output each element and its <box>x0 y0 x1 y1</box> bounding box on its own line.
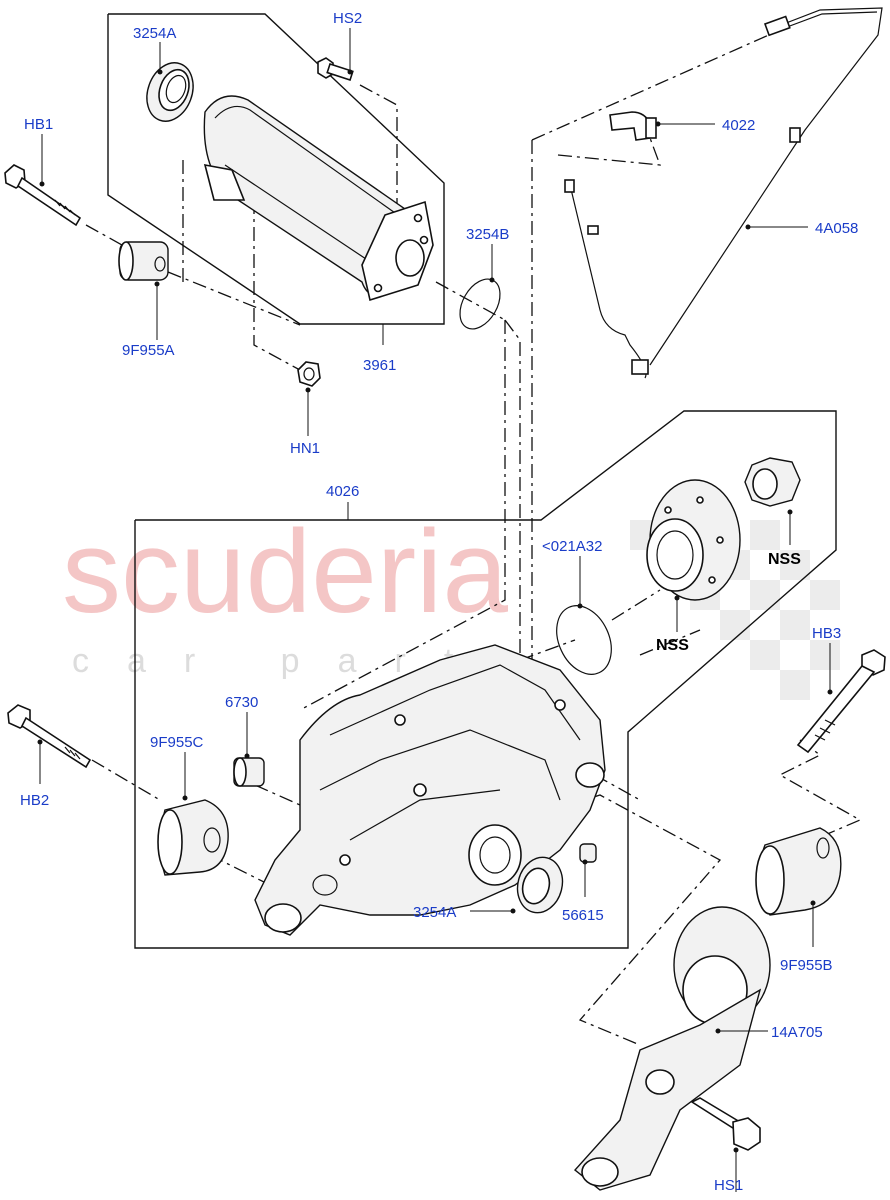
label-9f955a: 9F955A <box>122 342 175 359</box>
label-4a058: 4A058 <box>815 220 858 237</box>
label-3254b: 3254B <box>466 226 509 243</box>
label-6730: 6730 <box>225 694 258 711</box>
bolt-hs2 <box>317 57 354 81</box>
label-hs1: HS1 <box>714 1177 743 1194</box>
nut-hn1 <box>297 361 321 387</box>
label-3254a-top: 3254A <box>133 25 176 42</box>
bolt-hb2 <box>7 704 92 769</box>
label-hb1: HB1 <box>24 116 53 133</box>
label-3961: 3961 <box>363 357 396 374</box>
label-3254a-bottom: 3254A <box>413 904 456 921</box>
bush-9f955c <box>157 799 229 876</box>
hose-4022 <box>609 111 657 141</box>
label-9f955c: 9F955C <box>150 734 204 751</box>
bush-9f955a <box>118 241 169 281</box>
label-021a32: <021A32 <box>542 538 602 555</box>
arm-14a705 <box>573 906 771 1191</box>
bolt-hb3 <box>796 649 886 754</box>
oring-021a32 <box>556 605 612 675</box>
label-hn1: HN1 <box>290 440 320 457</box>
leader-lines <box>39 28 831 1192</box>
label-hb3: HB3 <box>812 625 841 642</box>
cap-56615 <box>579 843 597 863</box>
label-hb2: HB2 <box>20 792 49 809</box>
label-nss-nut: NSS <box>768 551 801 568</box>
watermark-text: scuderia <box>62 506 508 638</box>
group-frame-4026 <box>134 410 837 949</box>
label-hs2: HS2 <box>333 10 362 27</box>
label-nss-flange: NSS <box>656 637 689 654</box>
part-labels: 3254A HS2 HB1 3254B 9F955A 3961 HN1 4022… <box>20 10 858 1194</box>
label-9f955b: 9F955B <box>780 957 833 974</box>
tube-3961 <box>203 95 434 302</box>
nut-nss <box>744 457 801 507</box>
label-4026: 4026 <box>326 483 359 500</box>
label-4022: 4022 <box>722 117 755 134</box>
label-56615: 56615 <box>562 907 604 924</box>
leader-dots <box>37 69 833 1153</box>
bolt-hs1 <box>690 1097 761 1151</box>
oring-3254b <box>459 278 501 330</box>
seal-3254a-bottom <box>516 856 564 914</box>
label-14a705: 14A705 <box>771 1024 823 1041</box>
bush-9f955b <box>755 827 842 916</box>
flange-nss <box>646 479 741 601</box>
seal-3254a-top <box>146 62 194 122</box>
bolt-hb1 <box>4 164 82 227</box>
group-frame-3961 <box>107 13 445 325</box>
bush-6730 <box>233 757 265 787</box>
differential-4026 <box>254 644 606 936</box>
pipe-4a058 <box>564 7 883 379</box>
